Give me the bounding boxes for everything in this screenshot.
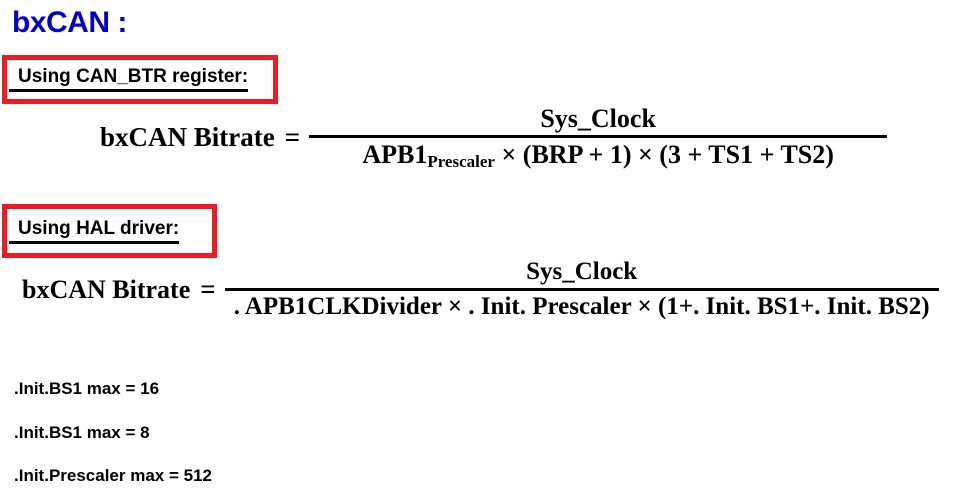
formula-1-equals: = [284,121,301,152]
formula-2-lhs: bxCAN Bitrate [22,274,191,304]
formula-1-numerator: Sys_Clock [540,104,656,133]
section-heading-prefix: Using [18,66,77,87]
formula-1-fraction-bar [309,135,888,139]
formula-1-denominator: APB1Prescaler × (BRP + 1) × (3 + TS1 + T… [362,138,834,172]
formula-2-fraction-bar [224,288,939,291]
formula-bxcan-bitrate-hal: bxCAN Bitrate = Sys_Clock . APB1CLKDivid… [22,258,939,322]
formula-1-denominator-base: APB1 [362,140,428,170]
section-heading-hal-driver: Using HAL driver: [9,217,180,244]
section-heading-prefix: Using [18,217,77,239]
note-line: .Init.BS1 max = 16 [14,379,160,398]
section-heading-subject: CAN_BTR register: [76,66,249,87]
formula-1-lhs: bxCAN Bitrate [100,121,275,152]
formula-2-denominator: . APB1CLKDivider × . Init. Prescaler × (… [233,293,930,320]
formula-2-numerator: Sys_Clock [526,258,638,285]
section-header-box-can-btr: Using CAN_BTR register: [2,55,278,104]
section-heading-subject: HAL driver: [76,217,180,239]
formula-1-denominator-subscript: Prescaler [427,152,495,172]
formula-1-fraction: Sys_Clock APB1Prescaler × (BRP + 1) × (3… [309,104,888,172]
note-line: .Init.BS1 max = 8 [14,423,150,442]
formula-bxcan-bitrate-register: bxCAN Bitrate = Sys_Clock APB1Prescaler … [100,104,888,172]
page-title: bxCAN : [12,6,127,39]
section-header-box-hal-driver: Using HAL driver: [2,204,217,258]
formula-2-equals: = [200,274,216,305]
section-heading-can-btr: Using CAN_BTR register: [9,66,249,92]
formula-1-denominator-rest: × (BRP + 1) × (3 + TS1 + TS2) [494,140,834,170]
formula-2-fraction: Sys_Clock . APB1CLKDivider × . Init. Pre… [224,258,939,322]
note-line: .Init.Prescaler max = 512 [14,466,212,485]
